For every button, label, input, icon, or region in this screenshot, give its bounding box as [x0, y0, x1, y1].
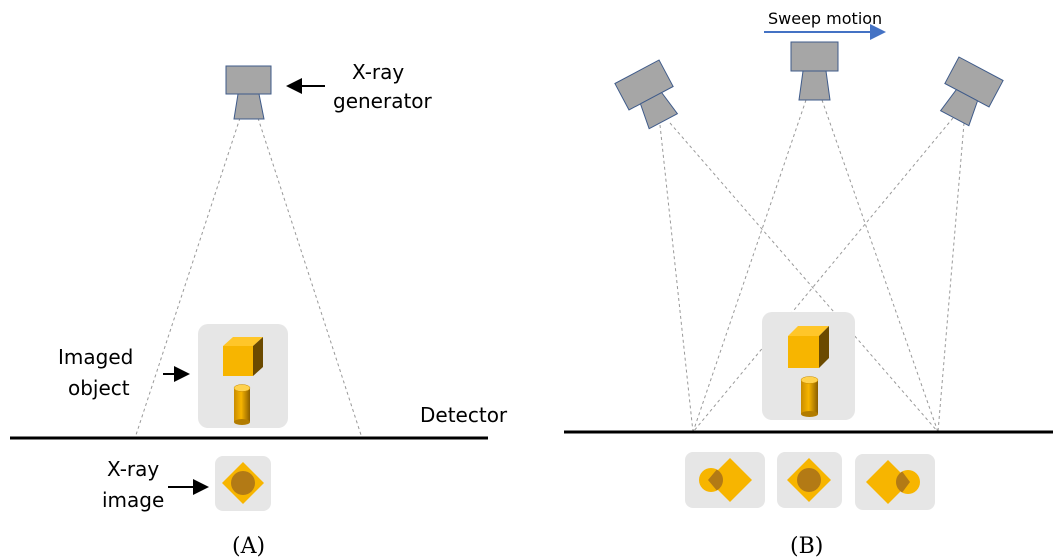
object-label-line2: object: [68, 376, 130, 400]
panel-b: Sweep motion: [564, 9, 1053, 559]
xray-generator-right-icon: [939, 56, 1004, 127]
cylinder-icon-b: [800, 376, 819, 417]
cube-icon: [223, 337, 263, 376]
ray-right: [257, 117, 363, 439]
xray-image-a: [215, 456, 271, 511]
xray-generator-center-icon: [790, 41, 839, 101]
xray-generator-left-icon: [614, 59, 679, 130]
xray-image-b-center: [777, 452, 842, 508]
cylinder-icon: [233, 384, 251, 425]
image-label-line2: image: [102, 488, 164, 512]
ray-left: [134, 117, 241, 439]
caption-a: (A): [232, 534, 265, 559]
image-label-line1: X-ray: [107, 457, 159, 481]
detector-label: Detector: [420, 403, 508, 427]
imaged-object: [198, 324, 288, 428]
xray-image-b-right: [855, 454, 935, 510]
sweep-label: Sweep motion: [768, 9, 882, 28]
generator-label-line2: generator: [333, 89, 433, 113]
caption-b: (B): [790, 534, 823, 559]
object-label-line1: Imaged: [58, 345, 133, 369]
panel-a: X-ray generator Imaged object Detector: [10, 60, 508, 559]
ray-lines-b: [659, 99, 965, 433]
cube-icon-b: [788, 326, 829, 368]
xray-generator-icon: [225, 65, 272, 120]
generator-label-line1: X-ray: [352, 60, 404, 84]
xray-image-b-left: [685, 452, 765, 508]
imaged-object-b: [762, 312, 855, 420]
